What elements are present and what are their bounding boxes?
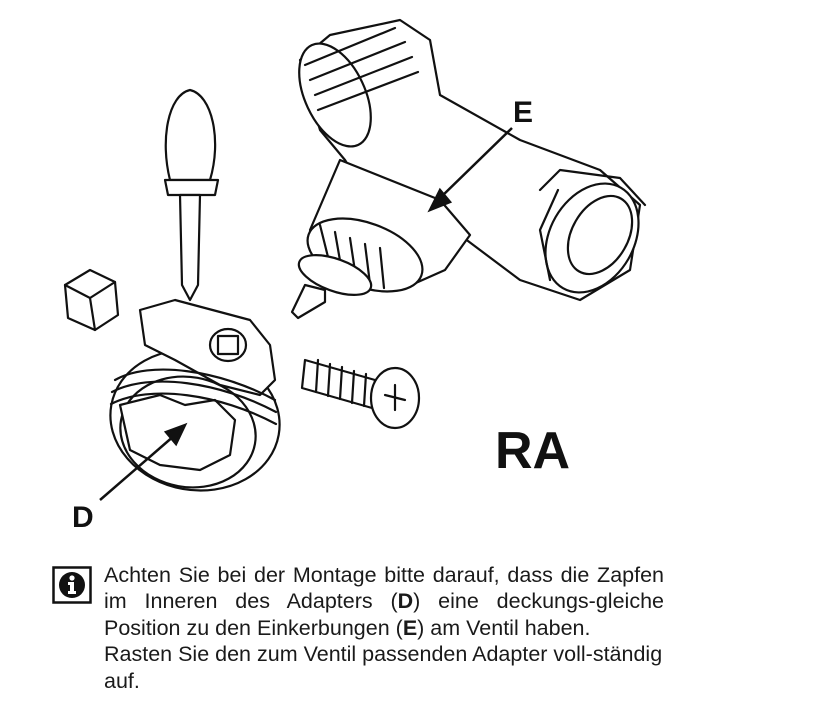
screw bbox=[300, 358, 421, 430]
note-text-segment: ) eine deckungs-gleiche Position zu den … bbox=[104, 589, 664, 640]
nut bbox=[63, 268, 120, 332]
note-ref-d: D bbox=[397, 589, 414, 614]
callout-arrow-d bbox=[99, 434, 176, 501]
screwdriver bbox=[163, 88, 220, 302]
model-label: RA bbox=[495, 422, 570, 480]
note-ref-e: E bbox=[402, 615, 418, 640]
info-icon bbox=[52, 566, 92, 604]
valve-body bbox=[298, 18, 647, 302]
callout-arrow-e bbox=[439, 127, 513, 199]
note-paragraph-2: Rasten Sie den zum Ventil passenden Adap… bbox=[104, 642, 663, 693]
note-text-segment: Achten Sie bei der Montage bitte darauf,… bbox=[104, 563, 664, 614]
adapter-ring bbox=[109, 298, 281, 492]
callout-label-e: E bbox=[513, 96, 533, 129]
valve-head bbox=[290, 158, 472, 320]
callout-label-d: D bbox=[72, 501, 94, 534]
note-text-segment: ) am Ventil haben. bbox=[417, 615, 591, 640]
callout-arrowhead-d bbox=[163, 422, 188, 447]
assembly-illustration: E D RA bbox=[63, 18, 647, 534]
note-text: Achten Sie bei der Montage bitte darauf,… bbox=[104, 562, 664, 694]
note-paragraph-1: Achten Sie bei der Montage bitte darauf,… bbox=[104, 562, 664, 641]
callout-arrowhead-e bbox=[427, 187, 453, 213]
